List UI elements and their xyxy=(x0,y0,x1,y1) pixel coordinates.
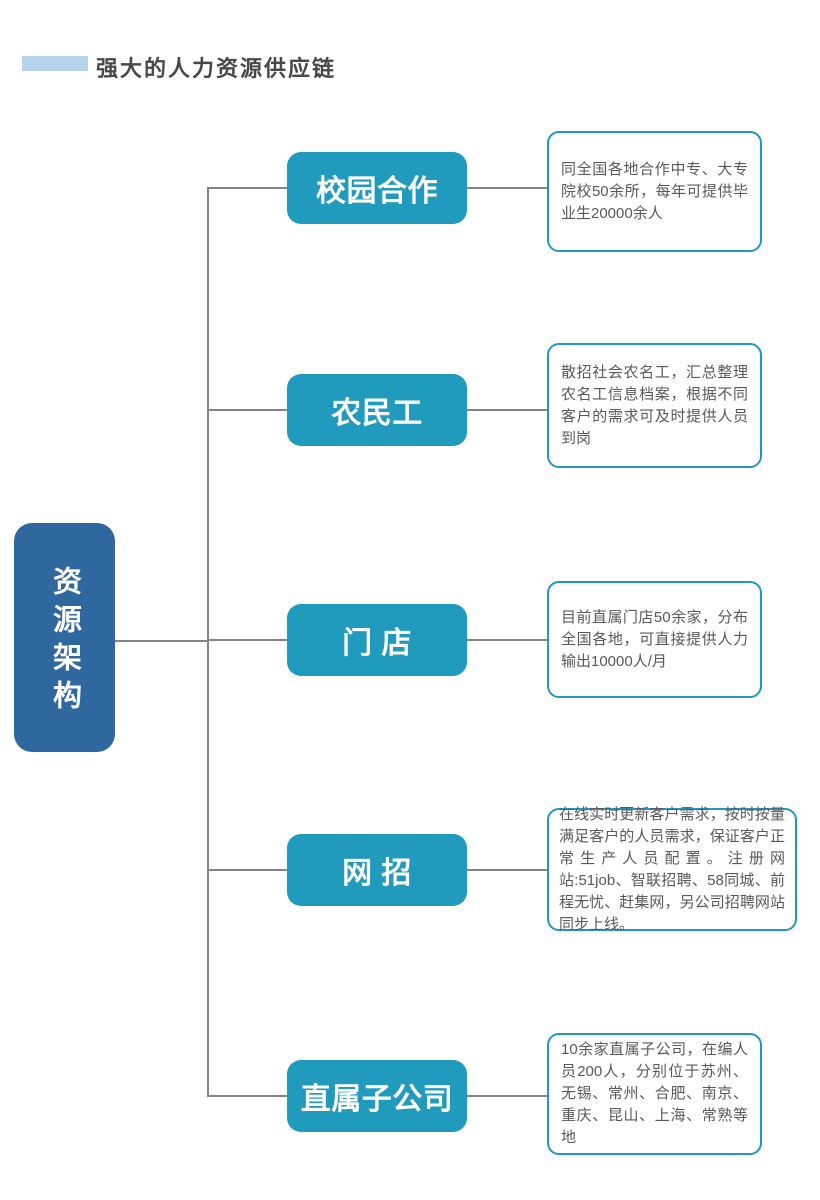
branch-connector-left-campus xyxy=(207,187,287,189)
branch-connector-left-online xyxy=(207,869,287,871)
root-connector-line xyxy=(114,640,208,642)
branch-connector-right-store xyxy=(467,639,547,641)
branch-description-text-campus: 同全国各地合作中专、大专院校50余所，每年可提供毕业生20000余人 xyxy=(561,160,748,222)
branch-connector-left-subsidiary xyxy=(207,1095,287,1097)
root-node: 资源架构 xyxy=(14,523,115,752)
branch-connector-left-store xyxy=(207,639,287,641)
branch-description-card-stores: 目前直属门店50余家，分布全国各地，可直接提供人力输出10000人/月 xyxy=(547,581,762,698)
branch-description-text-online-recruiting: 在线实时更新客户需求，按时按量满足客户的人员需求，保证客户正常生产人员配置。注册… xyxy=(559,805,785,933)
branch-node-online-recruiting: 网 招 xyxy=(287,834,467,906)
branch-description-card-campus: 同全国各地合作中专、大专院校50余所，每年可提供毕业生20000余人 xyxy=(547,131,762,252)
branch-node-migrant-workers: 农民工 xyxy=(287,374,467,446)
branch-description-text-migrant-workers: 散招社会农名工，汇总整理农名工信息档案，根据不同客户的需求可及时提供人员到岗 xyxy=(561,363,748,447)
branch-node-label-subsidiaries: 直属子公司 xyxy=(300,1083,454,1116)
trunk-line xyxy=(207,188,209,1096)
branch-connector-right-subsidiary xyxy=(467,1095,547,1097)
branch-node-campus: 校园合作 xyxy=(287,152,467,224)
page-title: 强大的人力资源供应链 xyxy=(96,56,337,81)
branch-description-text-stores: 目前直属门店50余家，分布全国各地，可直接提供人力输出10000人/月 xyxy=(561,608,748,670)
branch-node-label-migrant-workers: 农民工 xyxy=(331,397,423,430)
branch-connector-right-migrant xyxy=(467,409,547,411)
branch-connector-left-migrant xyxy=(207,409,287,411)
branch-node-label-online-recruiting: 网 招 xyxy=(342,857,412,890)
branch-node-label-stores: 门 店 xyxy=(342,627,412,660)
branch-description-text-subsidiaries: 10余家直属子公司，在编人员200人，分别位于苏州、无锡、常州、合肥、南京、重庆… xyxy=(561,1041,748,1146)
root-node-label: 资源架构 xyxy=(48,566,81,718)
branch-node-label-campus: 校园合作 xyxy=(316,175,438,208)
branch-node-subsidiaries: 直属子公司 xyxy=(287,1060,467,1132)
branch-description-card-online-recruiting: 在线实时更新客户需求，按时按量满足客户的人员需求，保证客户正常生产人员配置。注册… xyxy=(547,806,797,933)
title-accent-bar xyxy=(22,56,88,71)
branch-description-card-migrant-workers: 散招社会农名工，汇总整理农名工信息档案，根据不同客户的需求可及时提供人员到岗 xyxy=(547,343,762,468)
branch-connector-right-online xyxy=(467,869,547,871)
branch-connector-right-campus xyxy=(467,187,547,189)
branch-description-card-subsidiaries: 10余家直属子公司，在编人员200人，分别位于苏州、无锡、常州、合肥、南京、重庆… xyxy=(547,1033,762,1155)
branch-node-stores: 门 店 xyxy=(287,604,467,676)
